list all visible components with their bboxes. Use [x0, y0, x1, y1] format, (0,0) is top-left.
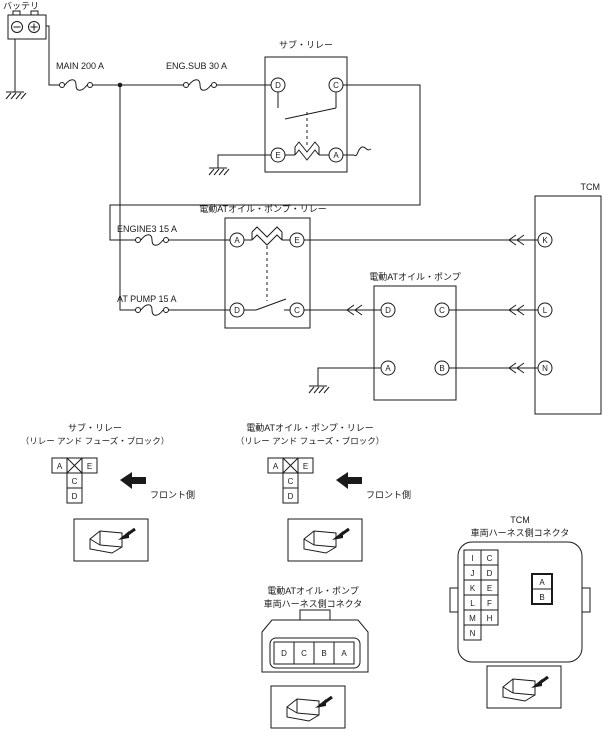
pin-cell: M — [469, 614, 476, 623]
terminal: C — [333, 81, 339, 90]
pin-cell: A — [539, 578, 545, 587]
terminal: B — [439, 364, 444, 373]
pin-cell: A — [57, 462, 63, 471]
pump-title: 電動ATオイル・ポンプ — [369, 272, 461, 282]
fuse-icon-at-pump — [135, 304, 169, 316]
front-direction-arrow-icon — [336, 472, 362, 489]
connector-housing — [261, 619, 369, 673]
connector-subtitle: 車両ハーネス側コネクタ — [264, 598, 363, 609]
terminal: E — [294, 236, 299, 245]
tcm-title: TCM — [581, 182, 601, 192]
pin-cell: C — [487, 554, 493, 563]
relay-coil — [251, 234, 283, 246]
fuse-label-engine3: ENGINE3 15 A — [117, 224, 177, 234]
wire-continuation-squiggle — [353, 146, 372, 157]
pin-cell: E — [303, 462, 308, 471]
pin-cell: B — [321, 649, 326, 658]
pin-cell: C — [288, 477, 294, 486]
terminal: A — [234, 236, 240, 245]
pin-cell: C — [72, 477, 78, 486]
terminal: D — [275, 81, 281, 90]
ground-icon-battery — [5, 91, 27, 100]
pin-cell: C — [301, 649, 307, 658]
fuse-icon-main — [59, 79, 93, 91]
terminal: K — [542, 236, 548, 245]
connector-subtitle: 車両ハーネス側コネクタ — [471, 527, 570, 538]
connector-view-pump-relay: 電動ATオイル・ポンプ・リレー （リレー アンド フューズ・ブロック） A E … — [236, 423, 411, 562]
fuse-icon-engine3 — [135, 234, 169, 246]
blocked-cell-x-icon — [282, 457, 299, 474]
sub-relay-title: サブ・リレー — [279, 39, 333, 50]
front-direction-arrow-icon — [120, 472, 146, 489]
battery-minus-icon — [11, 21, 23, 33]
pin-cell: N — [470, 629, 476, 638]
terminal: E — [275, 151, 280, 160]
connector-orientation-icon — [501, 675, 550, 703]
connector-orientation-icon — [302, 527, 351, 555]
connector-housing — [457, 541, 583, 663]
pin-cell: H — [487, 614, 493, 623]
pin-cell: L — [470, 599, 475, 608]
connector-subtitle: （リレー アンド フューズ・ブロック） — [21, 436, 169, 446]
pin-cell: E — [87, 462, 92, 471]
connector-title: 電動ATオイル・ポンプ — [267, 586, 359, 596]
connector-title: サブ・リレー — [68, 422, 122, 433]
junction-dot — [117, 82, 123, 88]
pump-block: 電動ATオイル・ポンプ D C A B — [369, 272, 461, 401]
pin-cell: D — [288, 492, 294, 501]
terminal: N — [542, 364, 548, 373]
terminal: D — [385, 306, 391, 315]
pin-cell: D — [281, 649, 287, 658]
front-side-label: フロント側 — [366, 489, 411, 500]
pin-cell: E — [487, 584, 492, 593]
relay-contact-arm — [255, 298, 287, 311]
pin-cell: D — [487, 569, 493, 578]
pin-cell: B — [539, 593, 544, 602]
terminal: L — [543, 306, 548, 315]
relay-contact-arm — [284, 107, 337, 120]
terminal: A — [385, 364, 391, 373]
terminal: C — [294, 306, 300, 315]
blocked-cell-x-icon — [66, 457, 83, 474]
battery-label: バッテリ — [3, 1, 39, 11]
connector-view-sub-relay: サブ・リレー （リレー アンド フューズ・ブロック） A E C D フロント側 — [21, 422, 195, 562]
terminal: A — [333, 151, 339, 160]
pump-relay-block: 電動ATオイル・ポンプ・リレー A E D C — [199, 204, 327, 329]
tcm-block: TCM K L N — [534, 182, 602, 415]
fuse-label-main: MAIN 200 A — [56, 61, 104, 71]
pin-cell: F — [487, 599, 492, 608]
front-side-label: フロント側 — [150, 489, 195, 500]
ground-icon-sub-relay — [208, 167, 230, 176]
connector-view-tcm: TCM 車両ハーネス側コネクタ I J K L M N C D E F H A … — [449, 515, 591, 709]
pin-cell: J — [471, 569, 475, 578]
connector-orientation-icon — [285, 695, 334, 723]
sub-relay-block: サブ・リレー D C E A — [264, 39, 348, 173]
pump-relay-title: 電動ATオイル・ポンプ・リレー — [199, 204, 327, 214]
pin-cell: A — [341, 649, 347, 658]
relay-coil — [294, 149, 320, 161]
terminal: D — [234, 306, 240, 315]
connector-orientation-icon — [88, 527, 137, 555]
connector-title: 電動ATオイル・ポンプ・リレー — [246, 423, 374, 433]
pin-cell: K — [470, 584, 476, 593]
connector-subtitle: （リレー アンド フューズ・ブロック） — [236, 436, 384, 446]
wires — [14, 25, 538, 386]
battery-symbol: バッテリ — [3, 1, 47, 40]
battery-plus-icon — [28, 21, 40, 33]
connector-view-pump: 電動ATオイル・ポンプ 車両ハーネス側コネクタ D C B A — [261, 586, 369, 729]
pin-cell: A — [273, 462, 279, 471]
pin-cell: I — [471, 554, 473, 563]
fuse-icon-eng-sub — [183, 79, 217, 91]
fuse-label-at-pump: AT PUMP 15 A — [117, 294, 177, 304]
connector-title: TCM — [510, 515, 530, 525]
terminal: C — [439, 306, 445, 315]
pin-cell: D — [72, 492, 78, 501]
ground-icon-pump — [308, 385, 330, 394]
fuse-label-eng-sub: ENG.SUB 30 A — [166, 61, 227, 71]
